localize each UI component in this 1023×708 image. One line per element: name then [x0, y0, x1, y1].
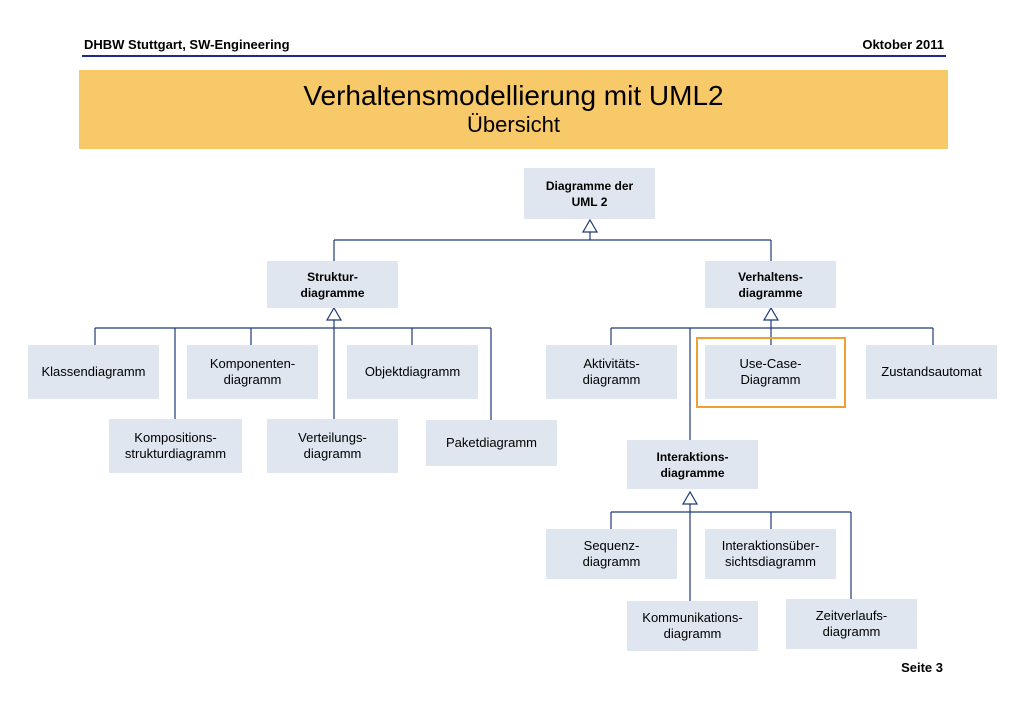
node-komponentendiagramm: Komponenten- diagramm — [187, 345, 318, 399]
node-verteilungsdiagramm: Verteilungs- diagramm — [267, 419, 398, 473]
slide-subtitle: Übersicht — [467, 112, 560, 137]
node-usecase-diagramm: Use-Case- Diagramm — [705, 345, 836, 399]
node-struktur: Struktur- diagramme — [267, 261, 398, 308]
node-interaktionsuebersichtsdiagramm: Interaktionsüber- sichtsdiagramm — [705, 529, 836, 579]
node-sequenzdiagramm: Sequenz- diagramm — [546, 529, 677, 579]
date-label: Oktober 2011 — [862, 37, 944, 52]
page-number: Seite 3 — [901, 660, 943, 675]
node-verhalten: Verhaltens- diagramme — [705, 261, 836, 308]
node-aktivitaetsdiagramm: Aktivitäts- diagramm — [546, 345, 677, 399]
node-zeitverlaufsdiagramm: Zeitverlaufs- diagramm — [786, 599, 917, 649]
generalization-arrow — [581, 218, 599, 233]
generalization-arrow — [762, 306, 780, 321]
node-zustandsautomat: Zustandsautomat — [866, 345, 997, 399]
slide-title: Verhaltensmodellierung mit UML2 — [303, 80, 724, 111]
node-kompositionsstrukturdiagramm: Kompositions- strukturdiagramm — [109, 419, 242, 473]
node-paketdiagramm: Paketdiagramm — [426, 420, 557, 466]
node-uml2-diagrams: Diagramme der UML 2 — [524, 168, 655, 219]
node-interaktionsdiagramme: Interaktions- diagramme — [627, 440, 758, 489]
node-objektdiagramm: Objektdiagramm — [347, 345, 478, 399]
node-klassendiagramm: Klassendiagramm — [28, 345, 159, 399]
generalization-arrow — [325, 306, 343, 321]
title-banner: Verhaltensmodellierung mit UML2 Übersich… — [79, 70, 948, 149]
usecase-highlight-frame — [696, 337, 846, 408]
slide-header: DHBW Stuttgart, SW-Engineering Oktober 2… — [82, 35, 946, 57]
generalization-arrow — [681, 490, 699, 505]
node-kommunikationsdiagramm: Kommunikations- diagramm — [627, 601, 758, 651]
course-title: DHBW Stuttgart, SW-Engineering — [84, 37, 290, 52]
